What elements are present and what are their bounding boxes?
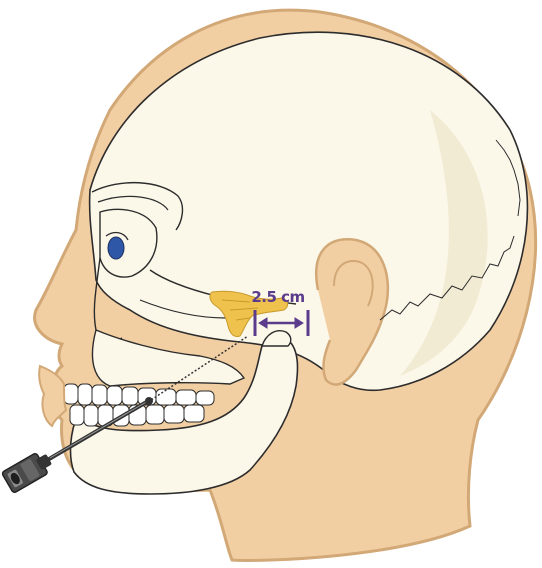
eye-iris-icon xyxy=(108,237,124,259)
syringe-hub-icon xyxy=(1,449,55,494)
measurement-label: 2.5 cm xyxy=(251,288,304,306)
needle-entry-point xyxy=(145,397,153,405)
